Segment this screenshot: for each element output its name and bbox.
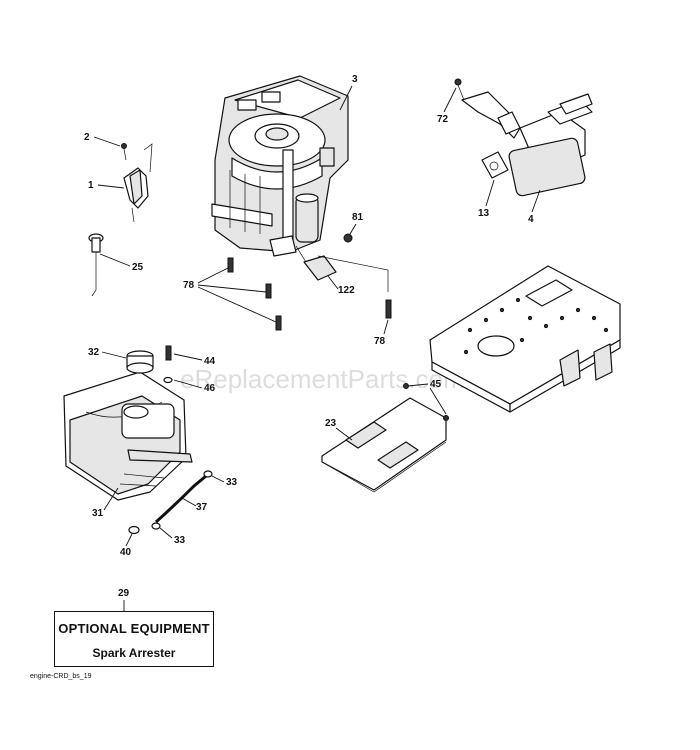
clamp-33-lower — [151, 522, 161, 530]
bolt-78-right — [385, 299, 392, 319]
dipstick — [88, 233, 104, 297]
nut-81 — [343, 233, 353, 243]
callout-40: 40 — [120, 547, 132, 558]
grommet-40 — [128, 525, 140, 535]
washer-46 — [163, 376, 173, 384]
bolt-72 — [454, 78, 465, 101]
callout-13: 13 — [478, 208, 490, 219]
watermark-text: eReplacementParts.com — [180, 364, 465, 394]
callout-25: 25 — [132, 262, 144, 273]
diagram-code: engine-CRD_bs_19 — [30, 673, 92, 680]
callout-32: 32 — [88, 347, 100, 358]
optional-equipment-title: OPTIONAL EQUIPMENT — [58, 621, 210, 636]
throttle-bracket — [121, 143, 153, 223]
callout-33-lower: 33 — [174, 535, 186, 546]
clamp-33-upper — [203, 470, 213, 478]
callout-31: 31 — [92, 508, 104, 519]
callout-81: 81 — [352, 212, 364, 223]
callout-46: 46 — [204, 383, 216, 394]
callout-2: 2 — [84, 132, 90, 143]
heat-shield — [321, 397, 447, 493]
callout-78-left: 78 — [183, 280, 195, 291]
exhaust-gasket — [481, 151, 509, 179]
frame-plate — [429, 265, 621, 413]
bolt-44 — [165, 345, 172, 361]
callout-72: 72 — [437, 114, 449, 125]
spark-arrester-label: Spark Arrester — [92, 646, 176, 660]
callout-4: 4 — [528, 214, 534, 225]
fuel-tank — [63, 371, 193, 501]
engine-bracket — [303, 255, 337, 281]
callout-44: 44 — [204, 356, 216, 367]
callout-23: 23 — [325, 418, 337, 429]
callout-37: 37 — [196, 502, 208, 513]
engine — [211, 75, 349, 257]
fuel-cap — [126, 350, 154, 374]
callout-33-upper: 33 — [226, 477, 238, 488]
muffler — [461, 91, 593, 197]
callout-122: 122 — [338, 285, 355, 296]
callout-3: 3 — [352, 74, 358, 85]
optional-equipment-box: OPTIONAL EQUIPMENT Spark Arrester — [54, 611, 214, 667]
callout-45: 45 — [430, 379, 442, 390]
engine-bolts — [227, 257, 282, 331]
fuel-line — [154, 474, 207, 524]
callout-78-right: 78 — [374, 336, 386, 347]
callout-29: 29 — [118, 588, 130, 599]
callout-1: 1 — [88, 180, 94, 191]
